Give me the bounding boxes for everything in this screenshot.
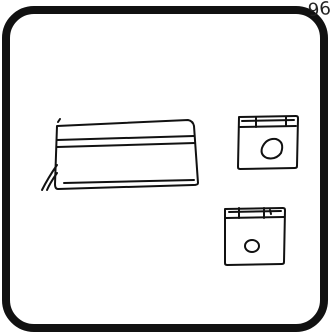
corner-number: 96 — [307, 0, 332, 20]
